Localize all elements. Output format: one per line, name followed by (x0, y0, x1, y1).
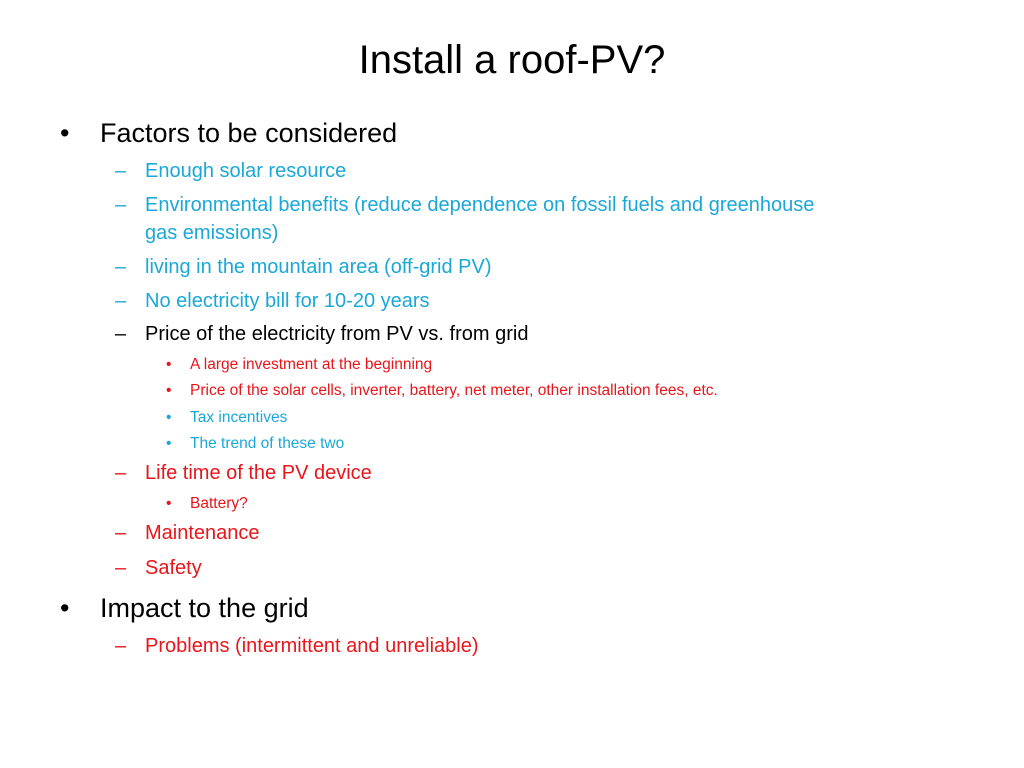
bullet-text: Tax incentives (190, 409, 288, 426)
bullet-text: No electricity bill for 10-20 years (145, 290, 430, 312)
bullet-text: Price of the electricity from PV vs. fro… (145, 323, 529, 345)
dash-marker: – (115, 256, 127, 278)
bullet-marker: • (60, 593, 70, 623)
bullet-text: The trend of these two (190, 435, 345, 452)
bullet-marker: • (166, 409, 172, 426)
bullet-text: Price of the solar cells, inverter, batt… (190, 382, 718, 399)
dash-marker: – (115, 462, 127, 484)
bullet-text: gas emissions) (145, 222, 279, 244)
dash-marker: – (115, 557, 127, 579)
bullet-text: Safety (145, 557, 202, 579)
dash-marker: – (115, 160, 127, 182)
bullet-marker: • (166, 382, 172, 399)
bullet-text: Enough solar resource (145, 160, 347, 182)
bullet-marker: • (60, 118, 70, 148)
bullet-marker: • (166, 356, 172, 373)
dash-marker: – (115, 290, 127, 312)
bullet-marker: • (166, 435, 172, 452)
bullet-text: Impact to the grid (100, 593, 309, 623)
dash-marker: – (115, 635, 127, 657)
bullet-text: living in the mountain area (off-grid PV… (145, 256, 492, 278)
slide-title: Install a roof-PV? (358, 38, 666, 82)
bullet-text: A large investment at the beginning (190, 356, 433, 373)
bullet-text: Environmental benefits (reduce dependenc… (145, 194, 815, 216)
dash-marker: – (115, 194, 127, 216)
bullet-text: Battery? (190, 495, 248, 512)
bullet-text: Life time of the PV device (145, 462, 372, 484)
bullet-text: Factors to be considered (100, 118, 398, 148)
dash-marker: – (115, 522, 127, 544)
dash-marker: – (115, 323, 127, 345)
bullet-text: Maintenance (145, 522, 260, 544)
bullet-marker: • (166, 495, 172, 512)
bullet-text: Problems (intermittent and unreliable) (145, 635, 479, 657)
